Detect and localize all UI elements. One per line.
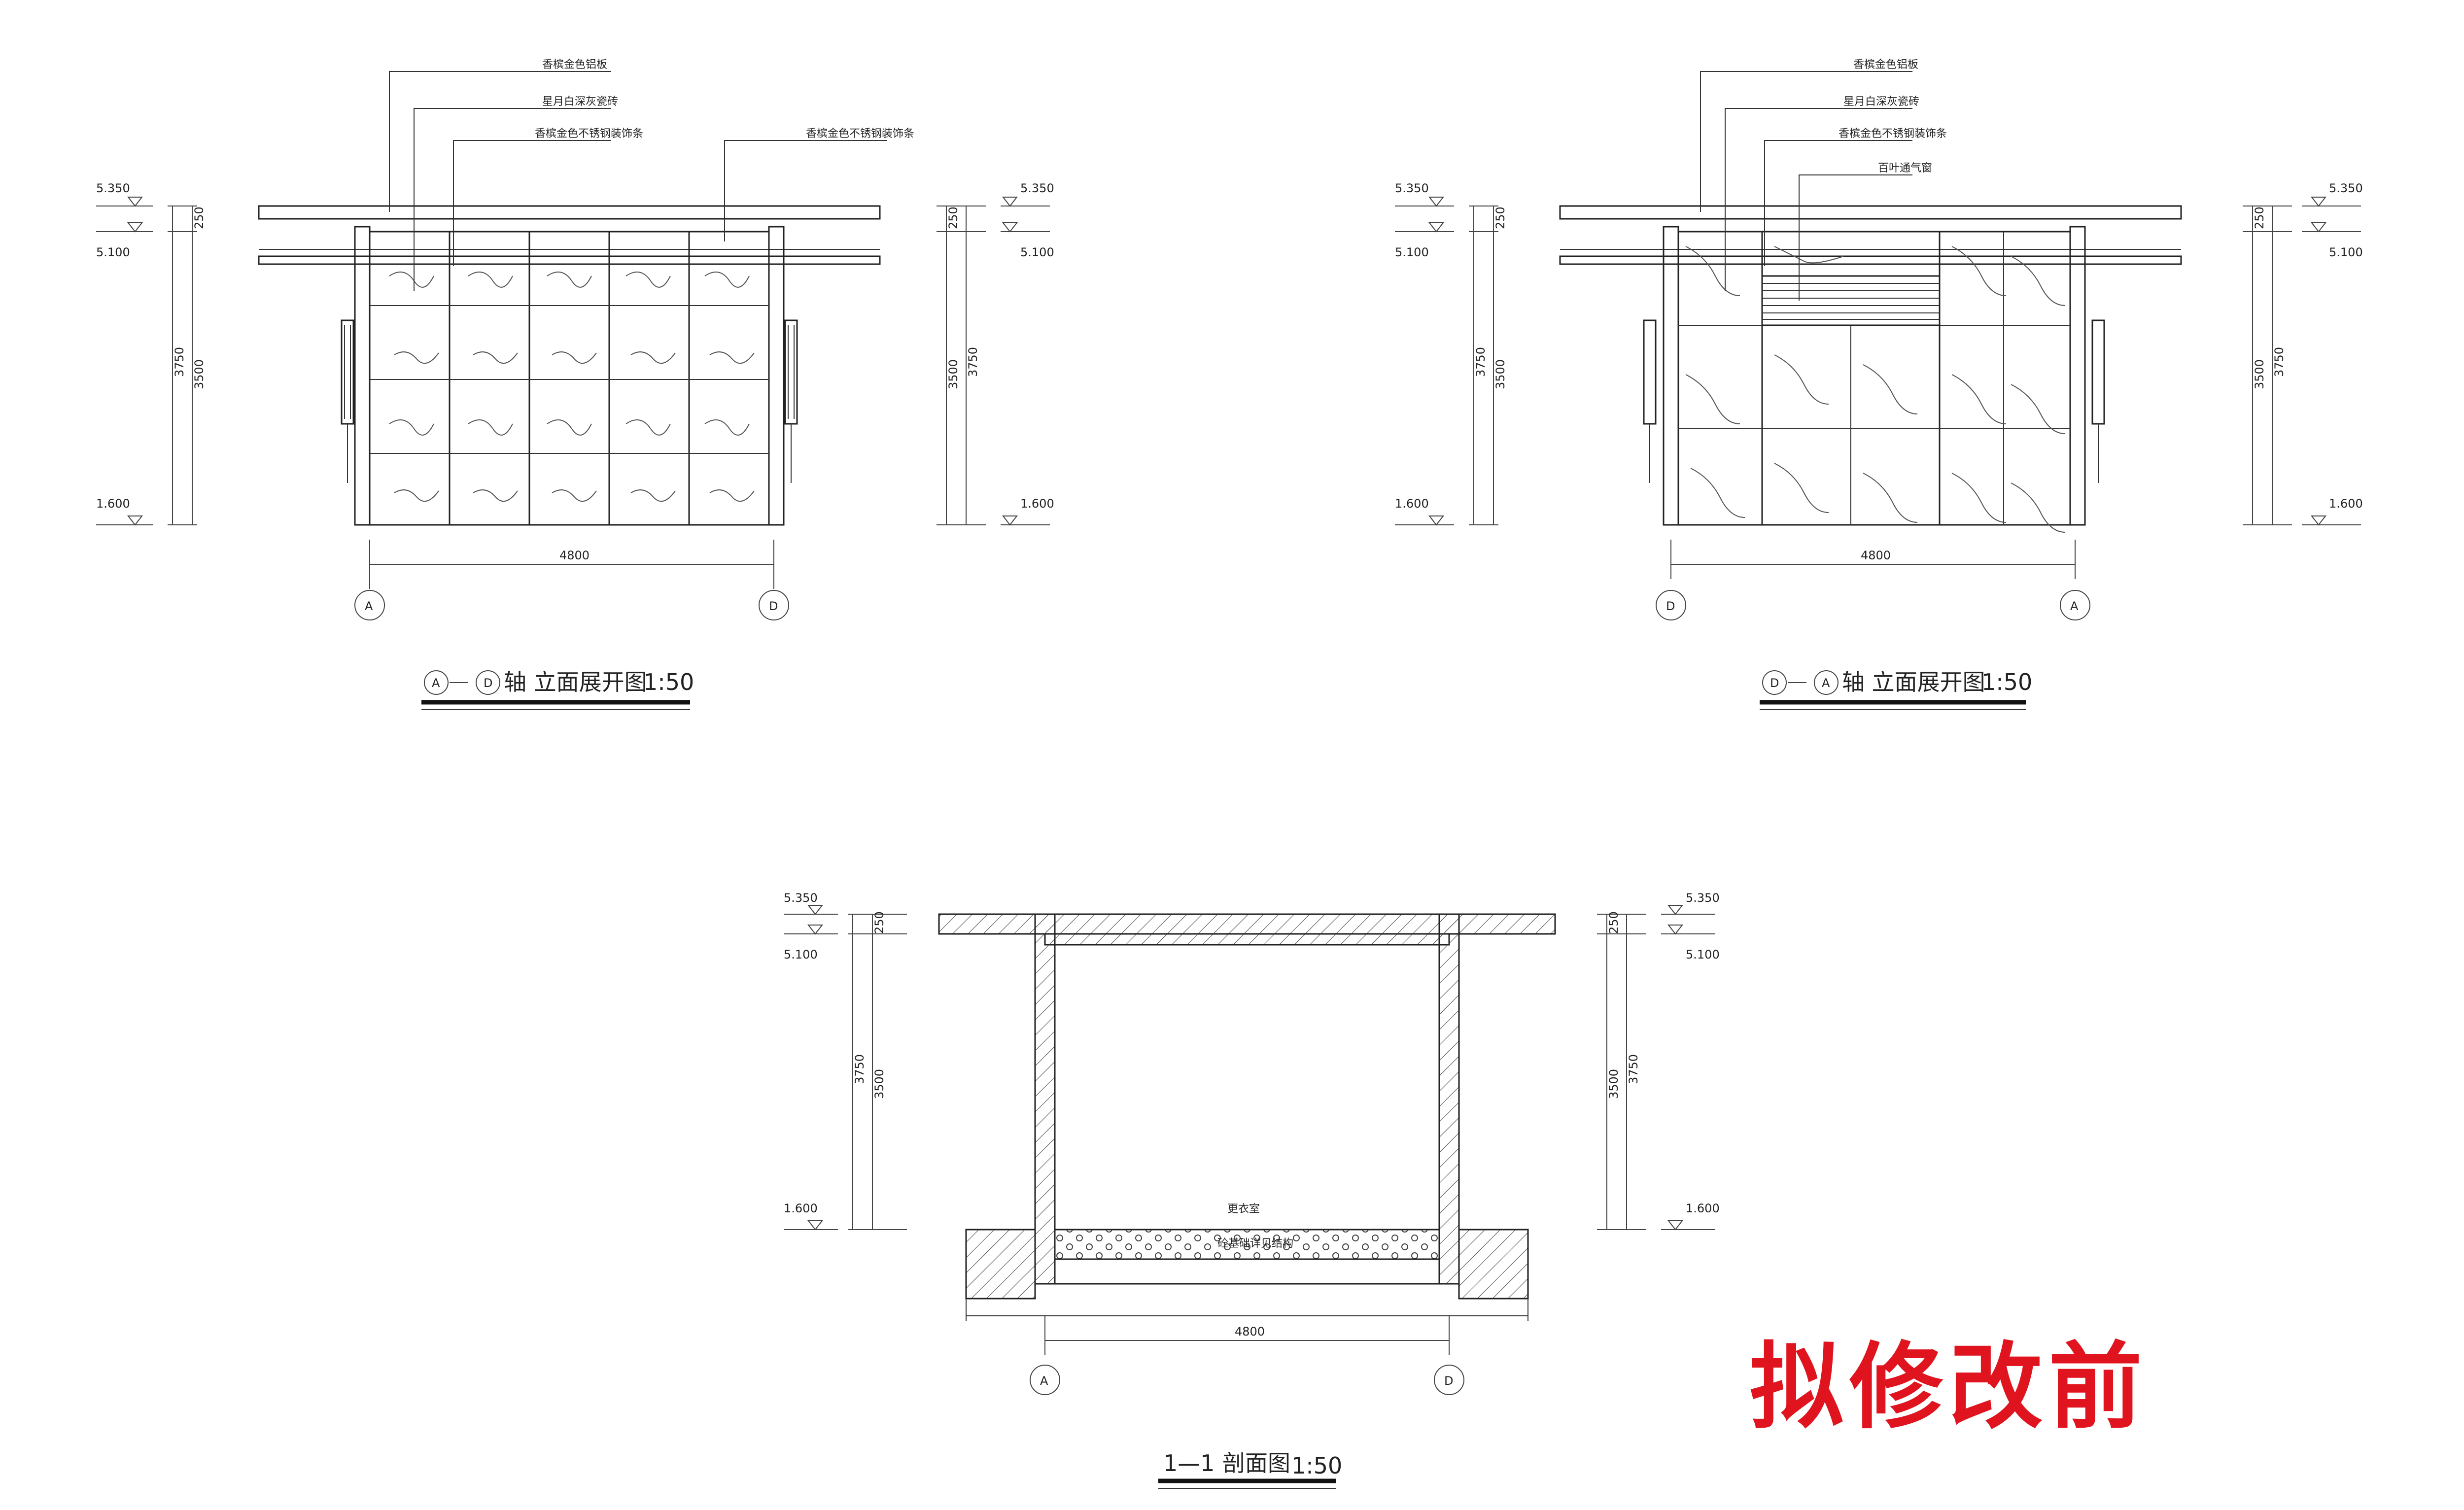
svg-text:星月白深灰瓷砖: 星月白深灰瓷砖 xyxy=(1843,96,1919,108)
callout-2: 星月白深灰瓷砖 xyxy=(542,96,618,108)
svg-text:3500: 3500 xyxy=(872,1069,886,1099)
svg-text:5.350: 5.350 xyxy=(1395,181,1429,195)
dim-3750-right: 3750 xyxy=(966,347,980,377)
svg-text:3750: 3750 xyxy=(2272,347,2286,377)
elevation-a-d-title: A D 轴 立面展开图 1:50 xyxy=(421,669,694,710)
svg-text:4800: 4800 xyxy=(1235,1325,1265,1338)
callout-1: 香槟金色铝板 xyxy=(542,59,607,71)
level-5350: 5.350 xyxy=(96,181,130,195)
room-label: 更衣室 xyxy=(1227,1203,1260,1215)
section-level-marks-left: 5.350 5.100 1.600 3750 3500 250 xyxy=(784,891,907,1231)
marble-veins xyxy=(389,272,755,502)
svg-text:3750: 3750 xyxy=(1474,347,1488,377)
elevation-d-a: 香槟金色铝板 星月白深灰瓷砖 香槟金色不锈钢装饰条 百叶通气窗 5.350 5.… xyxy=(1395,59,2363,710)
svg-text:1:50: 1:50 xyxy=(1291,1452,1342,1479)
dim-3750: 3750 xyxy=(173,347,186,377)
svg-text:1.600: 1.600 xyxy=(1686,1201,1720,1215)
section-title: 1—1 剖面图 1:50 xyxy=(1158,1450,1342,1489)
dim-4800: 4800 xyxy=(559,549,590,562)
callouts: 香槟金色铝板 星月白深灰瓷砖 香槟金色不锈钢装饰条 香槟金色不锈钢装饰条 xyxy=(389,59,914,291)
svg-text:250: 250 xyxy=(1493,206,1507,229)
revision-stamp: 拟修改前 xyxy=(1750,1333,2148,1441)
callouts-2: 香槟金色铝板 星月白深灰瓷砖 香槟金色不锈钢装饰条 百叶通气窗 xyxy=(1700,59,1947,301)
level-1600: 1.600 xyxy=(96,497,130,511)
svg-text:1.600: 1.600 xyxy=(784,1201,818,1215)
callout-4: 香槟金色不锈钢装饰条 xyxy=(806,128,914,140)
svg-text:香槟金色不锈钢装饰条: 香槟金色不锈钢装饰条 xyxy=(1839,128,1947,140)
elevation-a-d: 香槟金色铝板 星月白深灰瓷砖 香槟金色不锈钢装饰条 香槟金色不锈钢装饰条 5.3… xyxy=(96,59,1054,710)
width-dimension: 4800 A D xyxy=(354,540,789,620)
svg-text:5.350: 5.350 xyxy=(1686,891,1720,905)
wall-lamp-left xyxy=(341,319,354,483)
svg-text:1.600: 1.600 xyxy=(1395,497,1429,511)
dim-250: 250 xyxy=(192,206,206,229)
axis-bubble-a: A xyxy=(365,599,373,613)
svg-text:3500: 3500 xyxy=(1607,1069,1621,1099)
level-5350-right: 5.350 xyxy=(1020,181,1054,195)
section-1-1: 更衣室 砼基础详见结构 5.350 5.100 1.600 3750 3500 … xyxy=(784,891,1720,1489)
svg-text:A: A xyxy=(1040,1374,1048,1388)
dim-3500-right: 3500 xyxy=(946,359,960,389)
level-5100: 5.100 xyxy=(96,245,130,259)
svg-text:3750: 3750 xyxy=(1627,1054,1640,1084)
svg-text:A: A xyxy=(432,676,440,690)
wall-lamp-left-2 xyxy=(1643,319,1657,483)
level-marks-left-2: 5.350 5.100 1.600 3750 3500 250 xyxy=(1395,181,1507,526)
svg-text:5.100: 5.100 xyxy=(2329,245,2363,259)
svg-text:3750: 3750 xyxy=(853,1054,867,1084)
elevation-d-a-title: D A 轴 立面展开图 1:50 xyxy=(1760,669,2032,710)
svg-text:A: A xyxy=(2070,599,2079,613)
svg-text:剖面图: 剖面图 xyxy=(1222,1450,1290,1476)
svg-text:A: A xyxy=(1822,676,1830,690)
svg-text:250: 250 xyxy=(1607,911,1621,934)
wall-lamp-right-2 xyxy=(2091,319,2105,483)
title-scale: 1:50 xyxy=(643,669,694,695)
level-1600-right: 1.600 xyxy=(1020,497,1054,511)
svg-text:5.100: 5.100 xyxy=(1686,948,1720,961)
svg-text:香槟金色铝板: 香槟金色铝板 xyxy=(1853,59,1918,71)
level-marks-left: 5.350 5.100 1.600 3750 3500 250 xyxy=(96,181,206,526)
svg-text:5.350: 5.350 xyxy=(2329,181,2363,195)
svg-text:轴 立面展开图: 轴 立面展开图 xyxy=(1842,669,1985,695)
marble-veins-2 xyxy=(1685,246,2066,533)
svg-text:百叶通气窗: 百叶通气窗 xyxy=(1878,162,1932,174)
svg-text:1.600: 1.600 xyxy=(2329,497,2363,511)
level-5100-right: 5.100 xyxy=(1020,245,1054,259)
svg-text:D: D xyxy=(1770,676,1779,690)
level-marks-right: 5.350 5.100 1.600 3500 3750 250 xyxy=(937,181,1054,526)
svg-text:1—1: 1—1 xyxy=(1163,1450,1215,1476)
width-dimension-2: 4800 D A xyxy=(1656,540,2090,620)
svg-text:1:50: 1:50 xyxy=(1981,669,2032,695)
dim-250-right: 250 xyxy=(946,206,960,229)
section-level-marks-right: 5.350 5.100 1.600 3500 3750 250 xyxy=(1597,891,1720,1231)
callout-3: 香槟金色不锈钢装饰条 xyxy=(535,128,643,140)
svg-text:5.100: 5.100 xyxy=(1395,245,1429,259)
svg-text:3500: 3500 xyxy=(1493,359,1507,389)
svg-text:5.100: 5.100 xyxy=(784,948,818,961)
level-marks-right-2: 5.350 5.100 1.600 3500 3750 250 xyxy=(2243,181,2363,526)
svg-text:5.350: 5.350 xyxy=(784,891,818,905)
svg-text:3500: 3500 xyxy=(2253,359,2266,389)
axis-bubble-d: D xyxy=(769,599,778,613)
section-width-dimension: 4800 A D xyxy=(1030,1316,1464,1395)
svg-text:D: D xyxy=(484,676,492,690)
dim-3500: 3500 xyxy=(192,359,206,389)
foundation-label: 砼基础详见结构 xyxy=(1217,1237,1293,1250)
svg-text:4800: 4800 xyxy=(1861,549,1891,562)
svg-text:D: D xyxy=(1444,1374,1453,1388)
svg-text:250: 250 xyxy=(872,911,886,934)
title-text: 轴 立面展开图 xyxy=(504,669,647,695)
svg-text:D: D xyxy=(1666,599,1675,613)
svg-text:250: 250 xyxy=(2253,206,2266,229)
wall-lamp-right xyxy=(784,319,798,483)
louver-vent xyxy=(1761,275,1941,326)
